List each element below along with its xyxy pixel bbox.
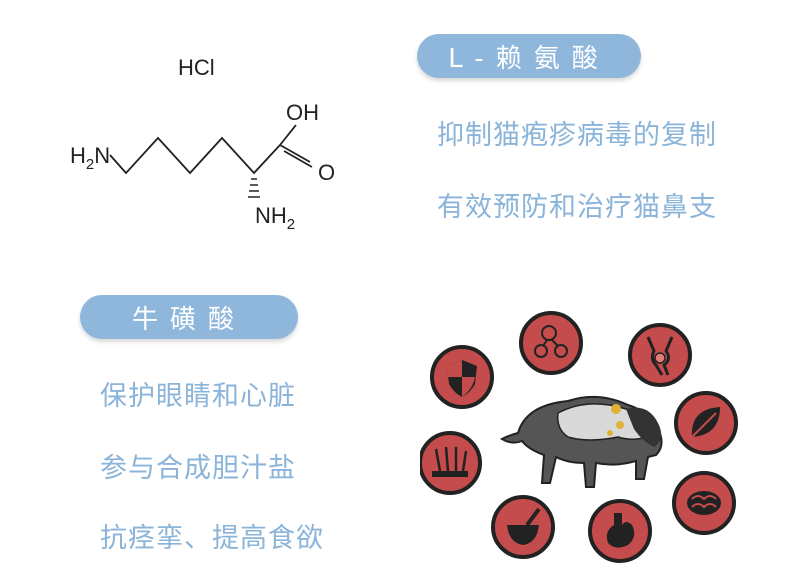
stomach-icon [588, 499, 652, 563]
nh2-label: NH2 [255, 203, 295, 233]
molecule-bonds [109, 124, 313, 175]
shield-icon [430, 345, 494, 409]
joint-icon [628, 323, 692, 387]
lysine-hcl-structure: HCl OH O H2N NH2 [70, 55, 335, 233]
taurine-line-3: 抗痉挛、提高食欲 [100, 523, 324, 554]
brain-icon [672, 471, 736, 535]
oh-label: OH [286, 100, 319, 125]
taurine-line-1: 保护眼睛和心脏 [100, 381, 296, 412]
bison-icon [499, 395, 663, 488]
taurine-line-2: 参与合成胆汁盐 [100, 453, 296, 484]
lysine-line-1: 抑制猫疱疹病毒的复制 [437, 120, 717, 151]
lysine-title-badge: L-赖氨酸 [417, 34, 641, 78]
h2n-label: H2N [70, 143, 110, 173]
mortar-icon [491, 495, 555, 559]
benefits-illustration [420, 311, 738, 563]
o-label: O [318, 160, 335, 185]
wedge-bond [248, 178, 260, 198]
hcl-label: HCl [178, 55, 215, 80]
taurine-title-badge: 牛磺酸 [80, 295, 298, 339]
lysine-title: L-赖氨酸 [448, 43, 610, 74]
taurine-title: 牛磺酸 [131, 304, 246, 335]
hair-follicle-icon [420, 431, 482, 495]
lysine-line-2: 有效预防和治疗猫鼻支 [437, 192, 717, 223]
pill-molecule-icon [519, 311, 583, 375]
leaf-icon [674, 391, 738, 455]
